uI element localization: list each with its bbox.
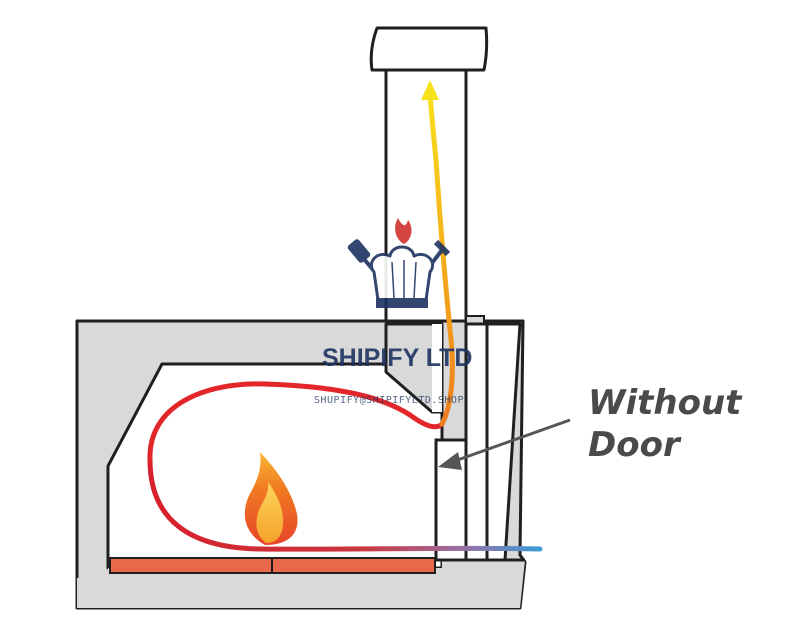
annotation-arrow	[438, 418, 571, 470]
airflow-inlet	[147, 457, 543, 552]
flue-opening	[432, 324, 442, 412]
chef-hat-crossed-utensils-icon	[347, 218, 451, 308]
airflow-hot-loop	[147, 381, 445, 463]
annotation-label-line1: Without	[588, 383, 743, 423]
hearth-brick-left	[109, 557, 273, 574]
airflow-exit	[427, 89, 455, 427]
chimney-cap	[369, 26, 489, 72]
hearth-brick-right	[271, 557, 436, 574]
watermark-brand: SHIPIFY LTD	[322, 344, 472, 372]
watermark-email: SHUPIFY@SHIPIFYLTD.SHOP	[314, 395, 464, 406]
airflow-exit-arrowhead	[421, 80, 439, 100]
annotation-label-line2: Door	[588, 425, 682, 465]
flame-icon	[244, 452, 298, 545]
